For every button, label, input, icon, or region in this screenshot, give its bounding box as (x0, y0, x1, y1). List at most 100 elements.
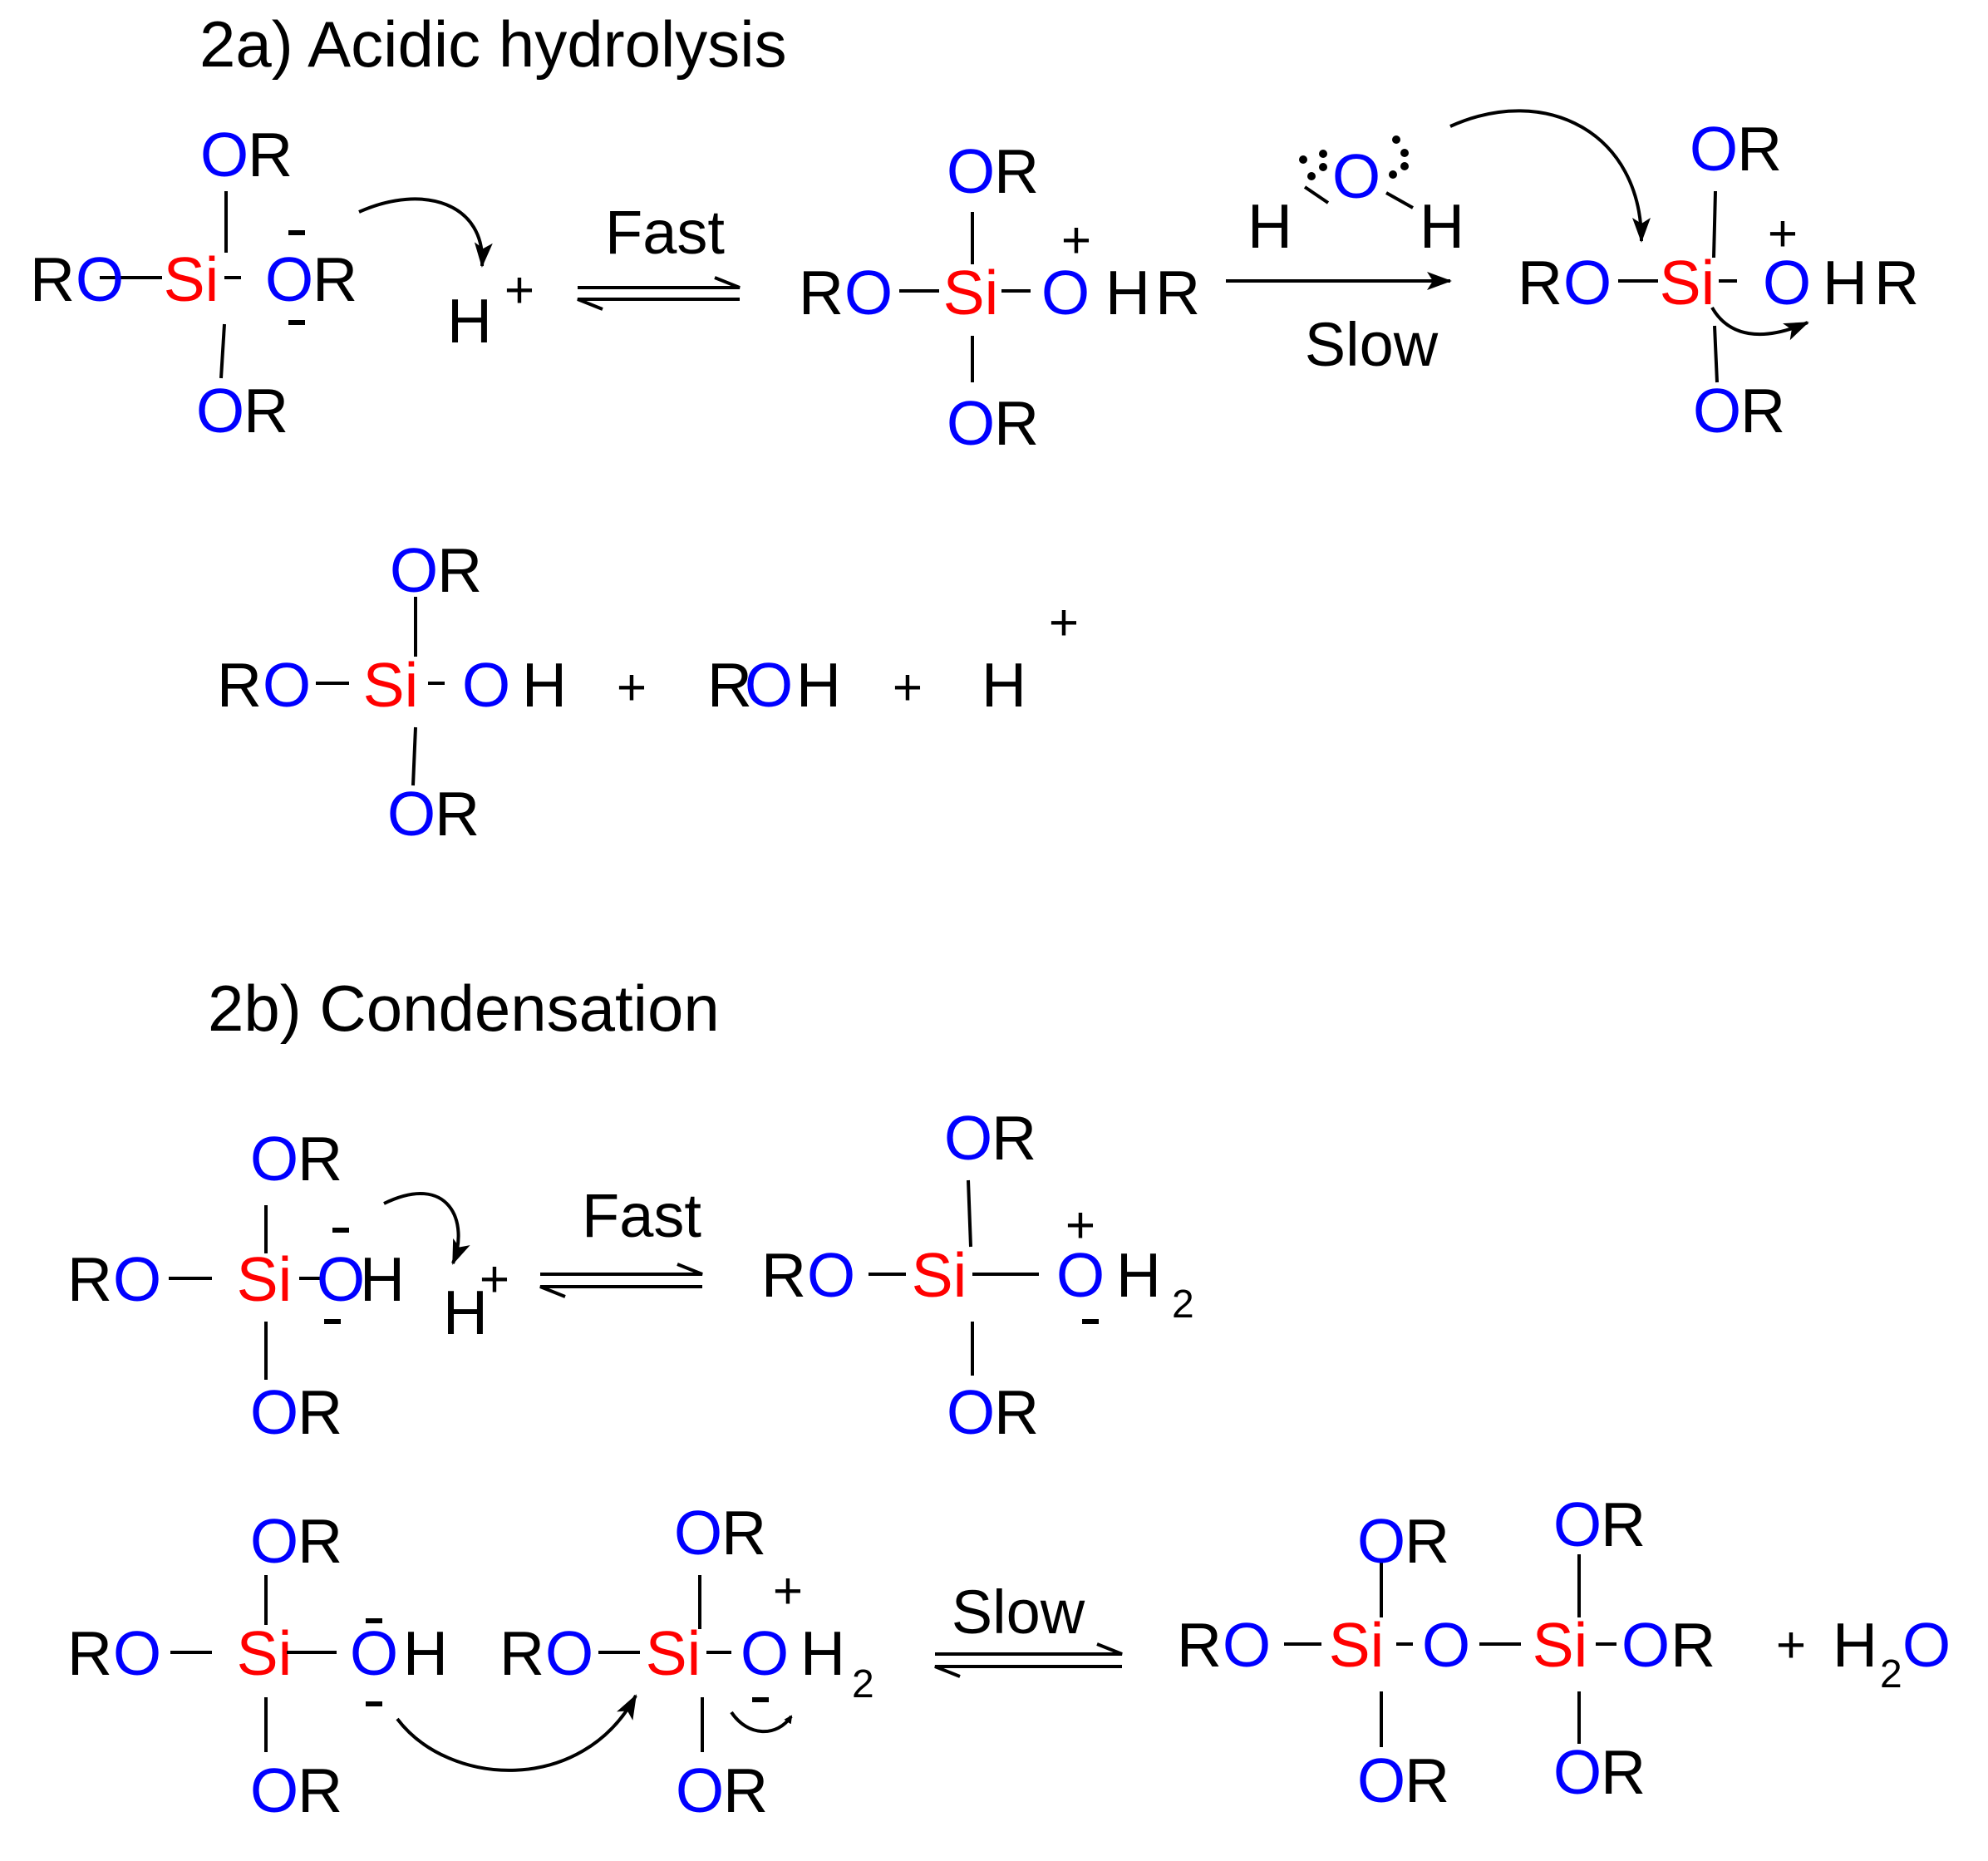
lone-pair-dot (1389, 170, 1397, 179)
hydrogen-atom: H (360, 1244, 405, 1314)
oxygen-atom: O (1563, 248, 1612, 318)
silicon-atom: Si (1660, 248, 1715, 318)
silicon-atom: Si (912, 1240, 967, 1310)
subscript-2: 2 (1172, 1283, 1194, 1327)
curved-arrow (730, 1711, 793, 1734)
oxygen-atom: O (947, 388, 995, 458)
oxygen-atom: O (1332, 141, 1380, 211)
r-group: R (248, 120, 293, 190)
subscript-2: 2 (852, 1662, 874, 1706)
bond (1713, 325, 1719, 383)
r-group: R (1874, 248, 1919, 318)
equilibrium-arrow-back (539, 1285, 702, 1298)
silicon-atom: Si (237, 1618, 293, 1688)
condition-fast: Fast (582, 1181, 701, 1250)
equilibrium-arrow-forward (935, 1642, 1123, 1656)
r-group: R (994, 388, 1039, 458)
lone-pair-dot (1400, 162, 1409, 170)
oxygen-atom: O (390, 535, 438, 605)
lone-pair-dot (1392, 135, 1400, 144)
oxygen-atom: O (676, 1755, 724, 1825)
r-group: R (30, 244, 75, 314)
oxygen-atom: O (250, 1124, 298, 1194)
lone-pair-dot (1299, 155, 1307, 164)
oxygen-atom: O (1690, 114, 1738, 184)
oxygen-atom: O (947, 1377, 995, 1447)
r-group: R (499, 1618, 544, 1688)
condition-fast: Fast (605, 198, 725, 267)
curved-arrow (358, 197, 493, 268)
oxygen-atom: O (674, 1498, 722, 1568)
r-group: R (298, 1124, 342, 1194)
oxygen-atom: O (745, 650, 793, 720)
hydrogen-atom: H (800, 1618, 845, 1688)
r-group: R (1518, 248, 1562, 318)
oxygen-atom: O (350, 1618, 398, 1688)
oxygen-atom: O (76, 244, 124, 314)
r-group: R (994, 1377, 1039, 1447)
silicon-atom: Si (1329, 1610, 1385, 1680)
oxygen-atom: O (1357, 1745, 1405, 1815)
lone-pair-dot (1319, 150, 1327, 158)
hydrogen-atom: H (1105, 258, 1150, 327)
oxygen-atom: O (807, 1240, 855, 1310)
r-group: R (723, 1755, 768, 1825)
oxygen-atom: O (1902, 1610, 1951, 1680)
charge-plus: + (480, 1251, 509, 1308)
r-group: R (298, 1506, 342, 1576)
condition-slow: Slow (1305, 310, 1439, 379)
curved-arrow (1710, 306, 1809, 341)
lone-pair-dot (1400, 149, 1409, 157)
charge-plus: + (1768, 205, 1798, 263)
r-group: R (435, 779, 480, 849)
r-group: R (1601, 1489, 1646, 1559)
curved-arrow (396, 1694, 637, 1772)
r-group: R (761, 1240, 806, 1310)
r-group: R (217, 650, 262, 720)
hydrogen-atom: H (1420, 191, 1464, 261)
oxygen-atom: O (263, 650, 311, 720)
equilibrium-arrow-back (577, 298, 740, 311)
lone-pair-dot (1307, 172, 1316, 180)
lone-pair-mark (288, 230, 305, 235)
oxygen-atom: O (113, 1244, 161, 1314)
r-group: R (1155, 258, 1200, 327)
charge-plus: + (773, 1563, 803, 1620)
oxygen-atom: O (250, 1755, 298, 1825)
oxygen-atom: O (1357, 1506, 1405, 1576)
section-title-condensation: 2b) Condensation (208, 972, 720, 1045)
lone-pair-mark (288, 320, 305, 325)
charge-plus: + (1065, 1197, 1095, 1254)
bond (967, 1179, 972, 1248)
oxygen-atom: O (545, 1618, 593, 1688)
oxygen-atom: O (196, 376, 244, 446)
curved-arrow (1449, 109, 1651, 243)
hydrogen-atom: H (522, 650, 567, 720)
hydrogen-atom: H (447, 286, 492, 356)
r-group: R (298, 1755, 342, 1825)
r-group: R (312, 244, 357, 314)
oxygen-atom: O (200, 120, 248, 190)
r-group: R (298, 1377, 342, 1447)
hydrogen-atom: H (982, 650, 1026, 720)
oxygen-atom: O (265, 244, 313, 314)
r-group: R (721, 1498, 766, 1568)
lone-pair-mark (1082, 1319, 1099, 1324)
hydrogen-atom: H (796, 650, 841, 720)
oxygen-atom: O (250, 1377, 298, 1447)
r-group: R (437, 535, 482, 605)
oxygen-atom: O (1553, 1489, 1602, 1559)
subscript-2: 2 (1880, 1652, 1902, 1696)
lone-pair-mark (366, 1701, 382, 1706)
r-group: R (1740, 376, 1785, 446)
oxygen-atom: O (1553, 1737, 1602, 1807)
charge-plus: + (1776, 1617, 1806, 1674)
hydrogen-atom: H (443, 1278, 488, 1347)
r-group: R (1601, 1737, 1646, 1807)
bond (219, 323, 226, 379)
silicon-atom: Si (943, 258, 999, 327)
r-group: R (1405, 1745, 1449, 1815)
charge-plus: + (1061, 212, 1091, 269)
oxygen-atom: O (113, 1618, 161, 1688)
lone-pair-mark (752, 1697, 769, 1702)
